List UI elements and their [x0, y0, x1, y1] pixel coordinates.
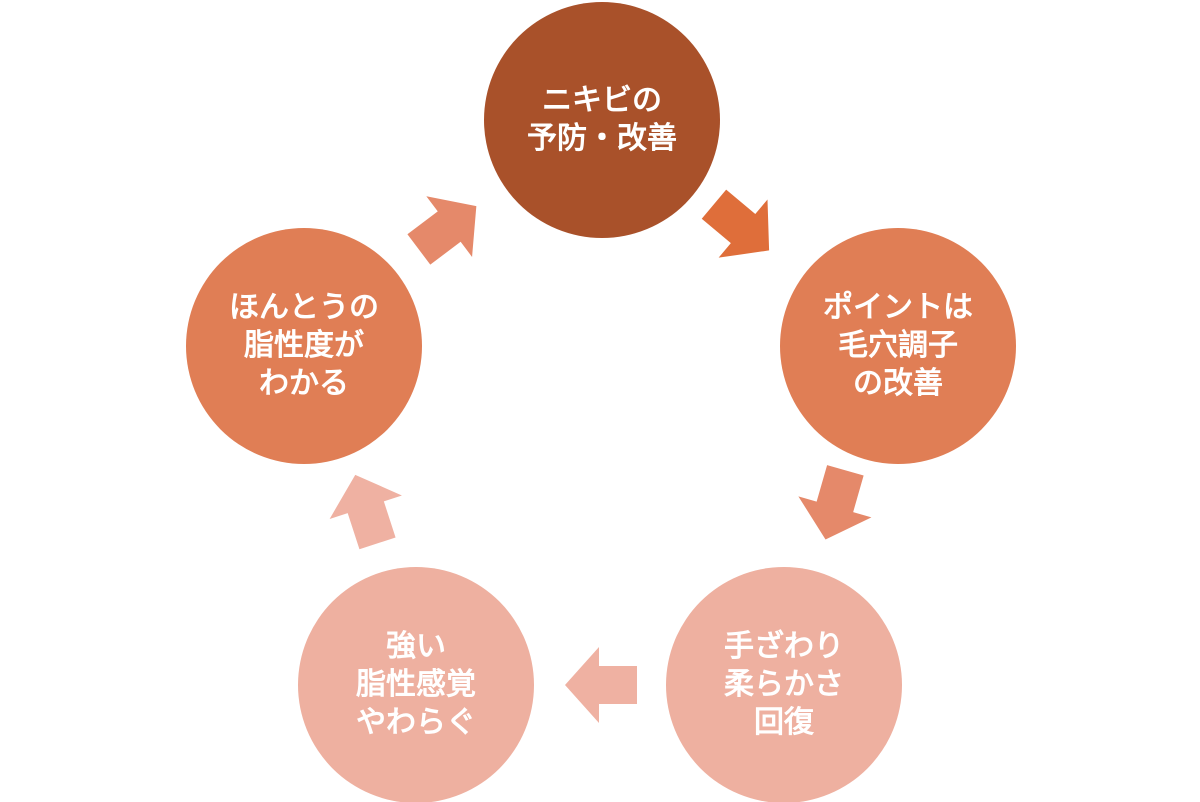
- label-line: 回復: [754, 705, 814, 740]
- label-line: ポイントは: [823, 290, 973, 325]
- label-line: ニキビの: [542, 83, 662, 118]
- label-line: 脂性度が: [244, 328, 364, 363]
- arrow-icon-4: [319, 463, 414, 556]
- cycle-step-acne-prevention: ニキビの 予防・改善: [484, 2, 720, 238]
- cycle-step-oiliness-eases: 強い 脂性感覚 やわらぐ: [298, 567, 534, 802]
- arrow-icon-2: [788, 459, 882, 551]
- label-line: 毛穴調子: [838, 328, 958, 363]
- cycle-step-pore-condition: ポイントは 毛穴調子 の改善: [780, 228, 1016, 464]
- label-line: 強い: [386, 629, 446, 664]
- arrow-icon-3: [565, 647, 637, 723]
- cycle-step-label: 強い 脂性感覚 やわらぐ: [356, 628, 476, 742]
- label-line: わかる: [259, 366, 349, 401]
- label-line: やわらぐ: [356, 705, 476, 740]
- label-line: ほんとうの: [229, 290, 379, 325]
- label-line: 柔らかさ: [724, 667, 844, 702]
- label-line: の改善: [853, 366, 943, 401]
- label-line: 脂性感覚: [356, 667, 476, 702]
- cycle-step-true-oiliness: ほんとうの 脂性度が わかる: [186, 228, 422, 464]
- cycle-step-label: ポイントは 毛穴調子 の改善: [823, 289, 973, 403]
- cycle-step-label: 手ざわり 柔らかさ 回復: [724, 628, 844, 742]
- label-line: 予防・改善: [527, 121, 677, 156]
- label-line: 手ざわり: [724, 629, 844, 664]
- cycle-step-label: ほんとうの 脂性度が わかる: [229, 289, 379, 403]
- arrow-icon-5: [395, 175, 500, 280]
- cycle-step-softness-recovery: 手ざわり 柔らかさ 回復: [666, 567, 902, 802]
- arrow-icon-1: [689, 175, 794, 280]
- cycle-step-label: ニキビの 予防・改善: [527, 82, 677, 158]
